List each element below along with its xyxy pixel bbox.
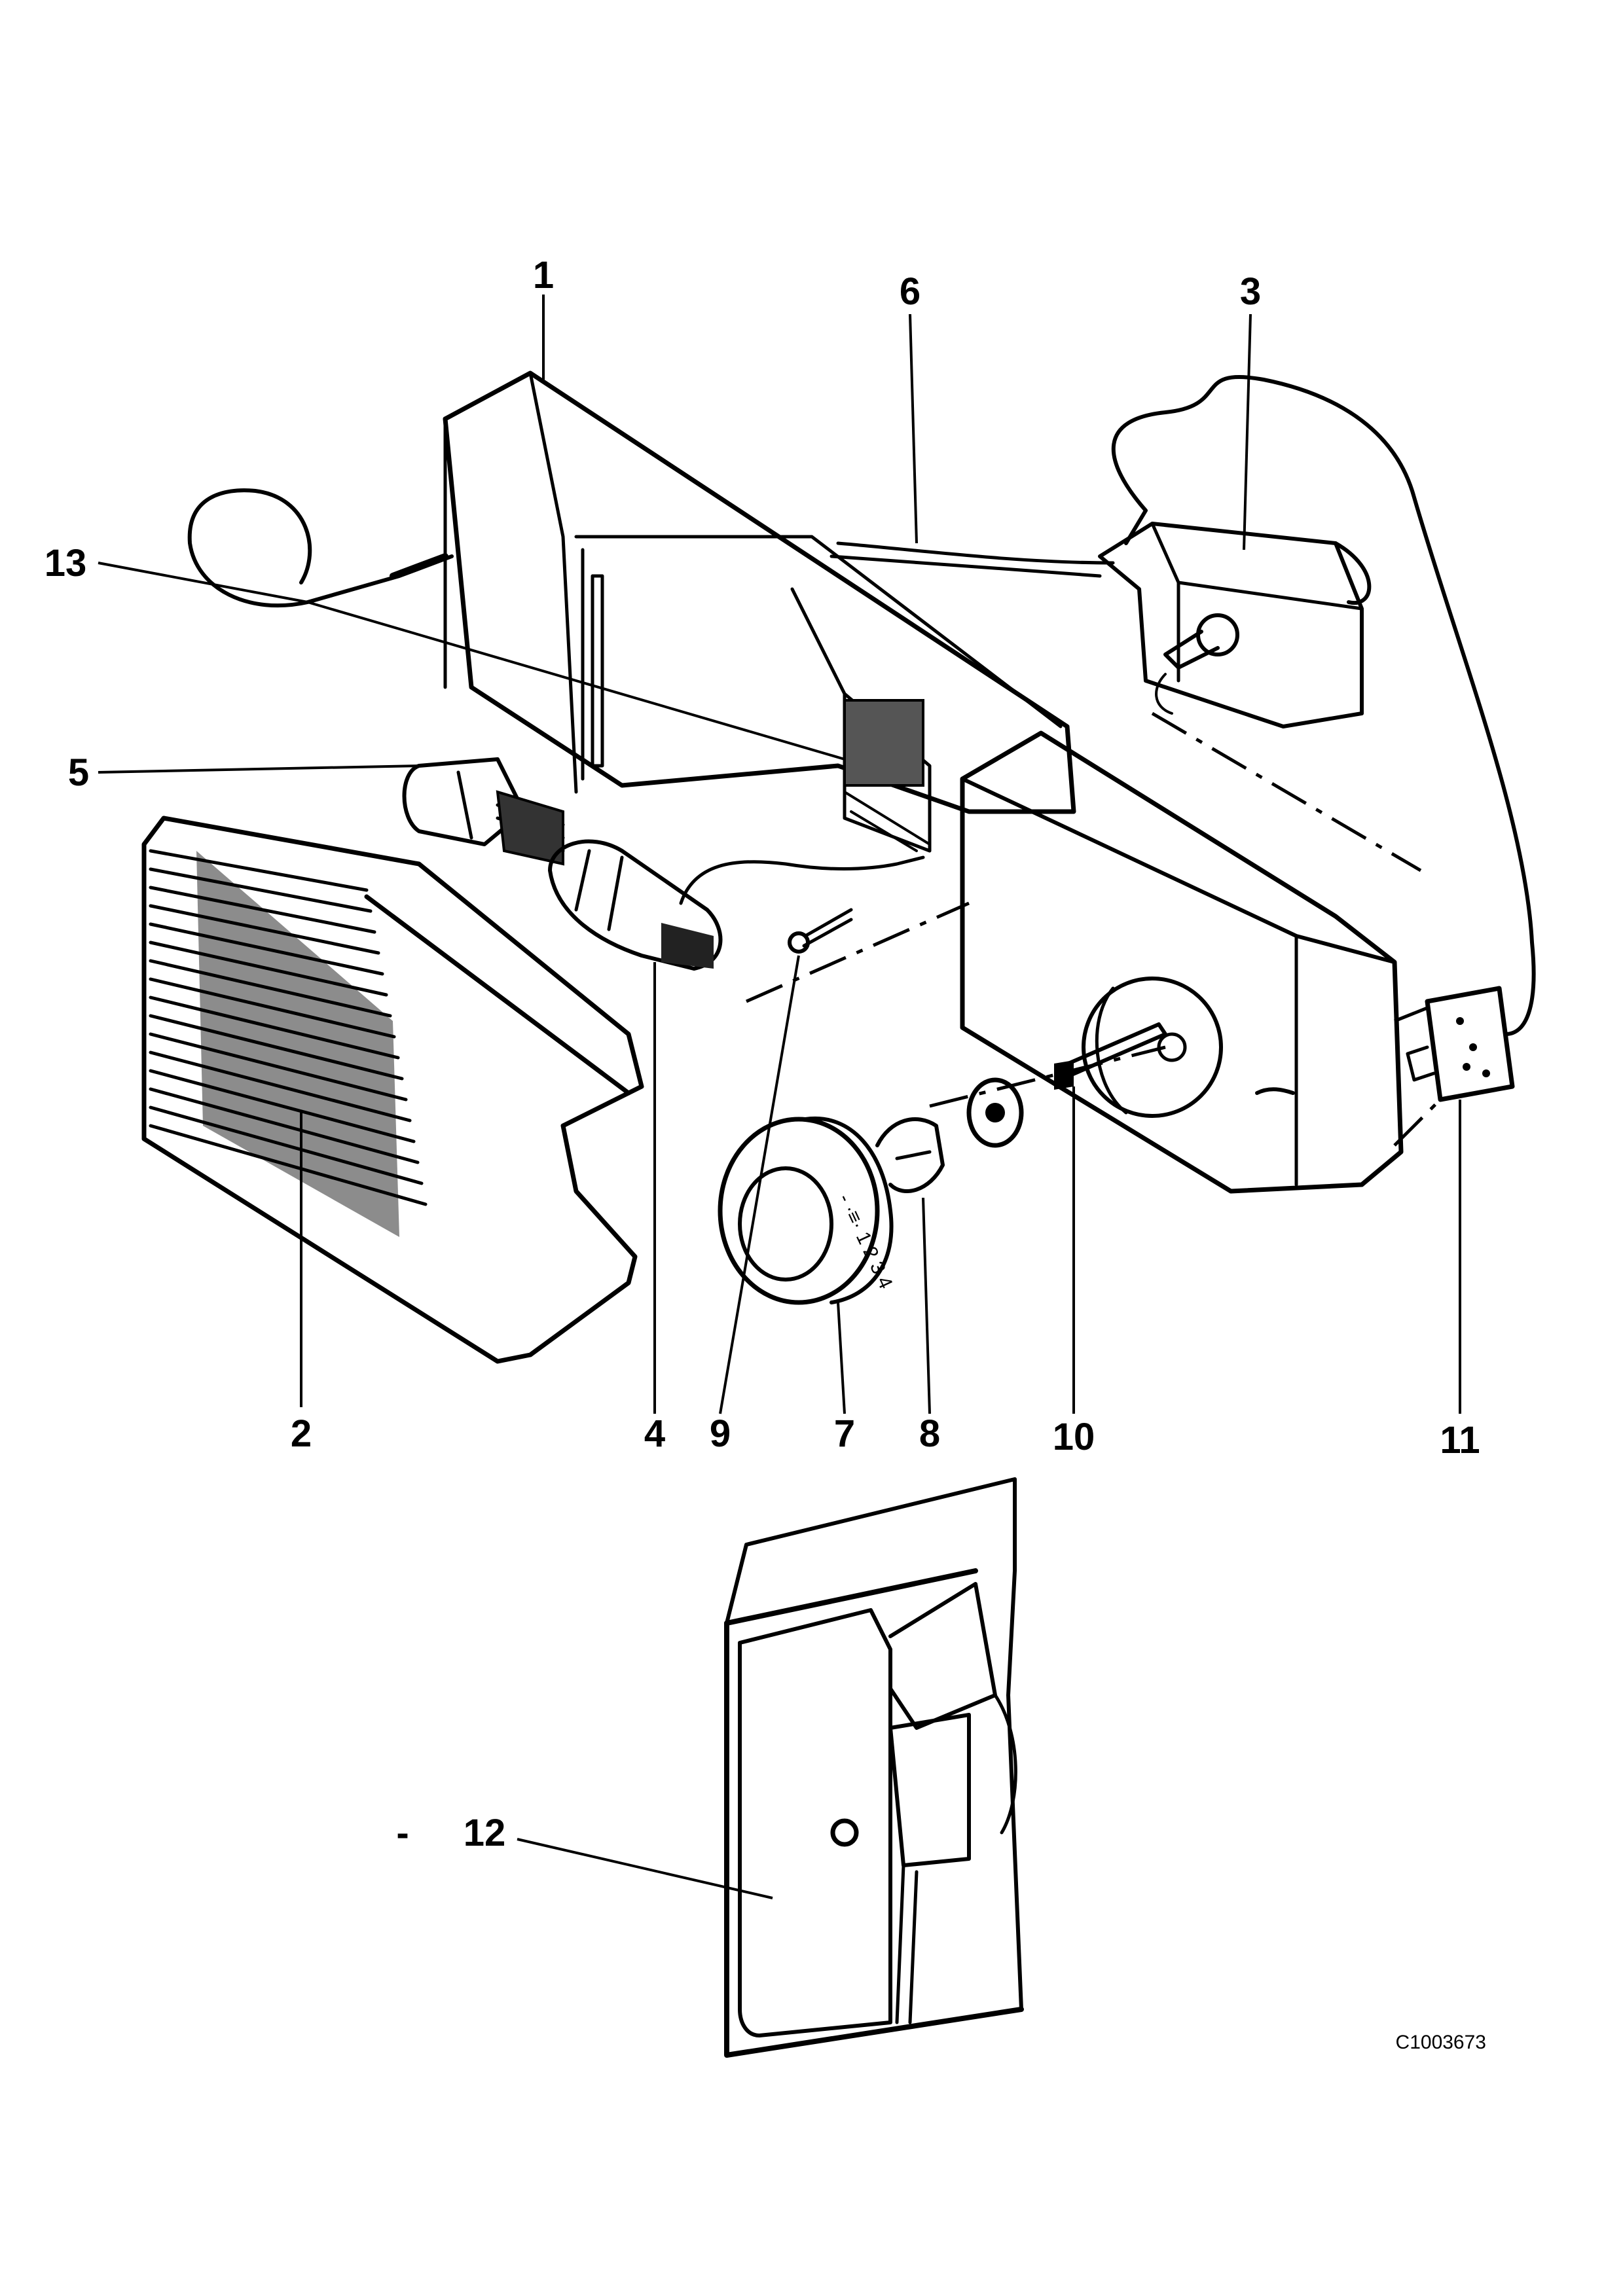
- callout-11: 11: [1440, 1419, 1480, 1462]
- callout-5: 5: [68, 751, 89, 794]
- part-1-light-housing: [443, 370, 1076, 853]
- callout-7: 7: [834, 1412, 855, 1455]
- callout-3: 3: [1240, 270, 1261, 313]
- leader-lines: [98, 295, 1461, 1899]
- drawing-code: C1003673: [1396, 2032, 1486, 2053]
- cover-rib: [149, 1124, 428, 1206]
- callout-12: 12: [464, 1812, 506, 1854]
- svg-text:- ·≡· 1 2 3 4: - ·≡· 1 2 3 4: [834, 1191, 897, 1292]
- callout-numbers: 1 2 3 4 5 6 7 8 9 10 11 12 13 -: [45, 254, 1480, 1854]
- cover-rib: [149, 1032, 408, 1102]
- cover-rib: [149, 849, 369, 892]
- control-housing-box: [960, 730, 1404, 1194]
- cover-rib: [149, 1087, 420, 1164]
- assembly-guide-lines: [745, 711, 1442, 1147]
- part-13-capillary-sensor: [187, 488, 454, 608]
- part-4-lamp-holder: [548, 839, 925, 971]
- cover-rib: [149, 959, 392, 1018]
- callout-8: 8: [919, 1412, 940, 1455]
- part-7-knob: - ·≡· 1 2 3 4: [718, 1116, 897, 1305]
- part-8-clip: [875, 1117, 945, 1193]
- cover-slot: [574, 1051, 631, 1096]
- cover-rib: [149, 1014, 404, 1081]
- cover-rib: [149, 1105, 424, 1185]
- part-5-lamp-bulb: [402, 757, 565, 866]
- callout-2: 2: [291, 1412, 312, 1455]
- cover-rib: [149, 941, 388, 997]
- cover-rib: [149, 996, 400, 1060]
- part-10-screw: [1054, 1022, 1167, 1090]
- callout-4: 4: [644, 1412, 665, 1455]
- cover-rib: [149, 886, 376, 934]
- cover-rib: [149, 904, 380, 955]
- dash-mark: -: [396, 1812, 409, 1854]
- cover-rib: [149, 922, 384, 976]
- part-12-installed-view: [724, 1477, 1024, 2058]
- cover-rib: [149, 1050, 412, 1122]
- callout-10: 10: [1053, 1416, 1095, 1458]
- part-11-circuit-board: [1406, 986, 1515, 1102]
- callout-9: 9: [710, 1412, 731, 1455]
- part-9-screw: [788, 908, 853, 954]
- callout-6: 6: [900, 270, 921, 313]
- part-2-lamp-cover: [141, 816, 644, 1364]
- callout-13: 13: [45, 542, 87, 584]
- cover-rib: [149, 1069, 416, 1143]
- cover-rib: [149, 977, 396, 1039]
- part-6-capillary-tube: [830, 541, 1115, 578]
- cover-rib: [149, 867, 373, 913]
- nut-part: [966, 1077, 1024, 1148]
- callout-1: 1: [533, 254, 554, 296]
- part-3-thermostat: [1098, 375, 1536, 1036]
